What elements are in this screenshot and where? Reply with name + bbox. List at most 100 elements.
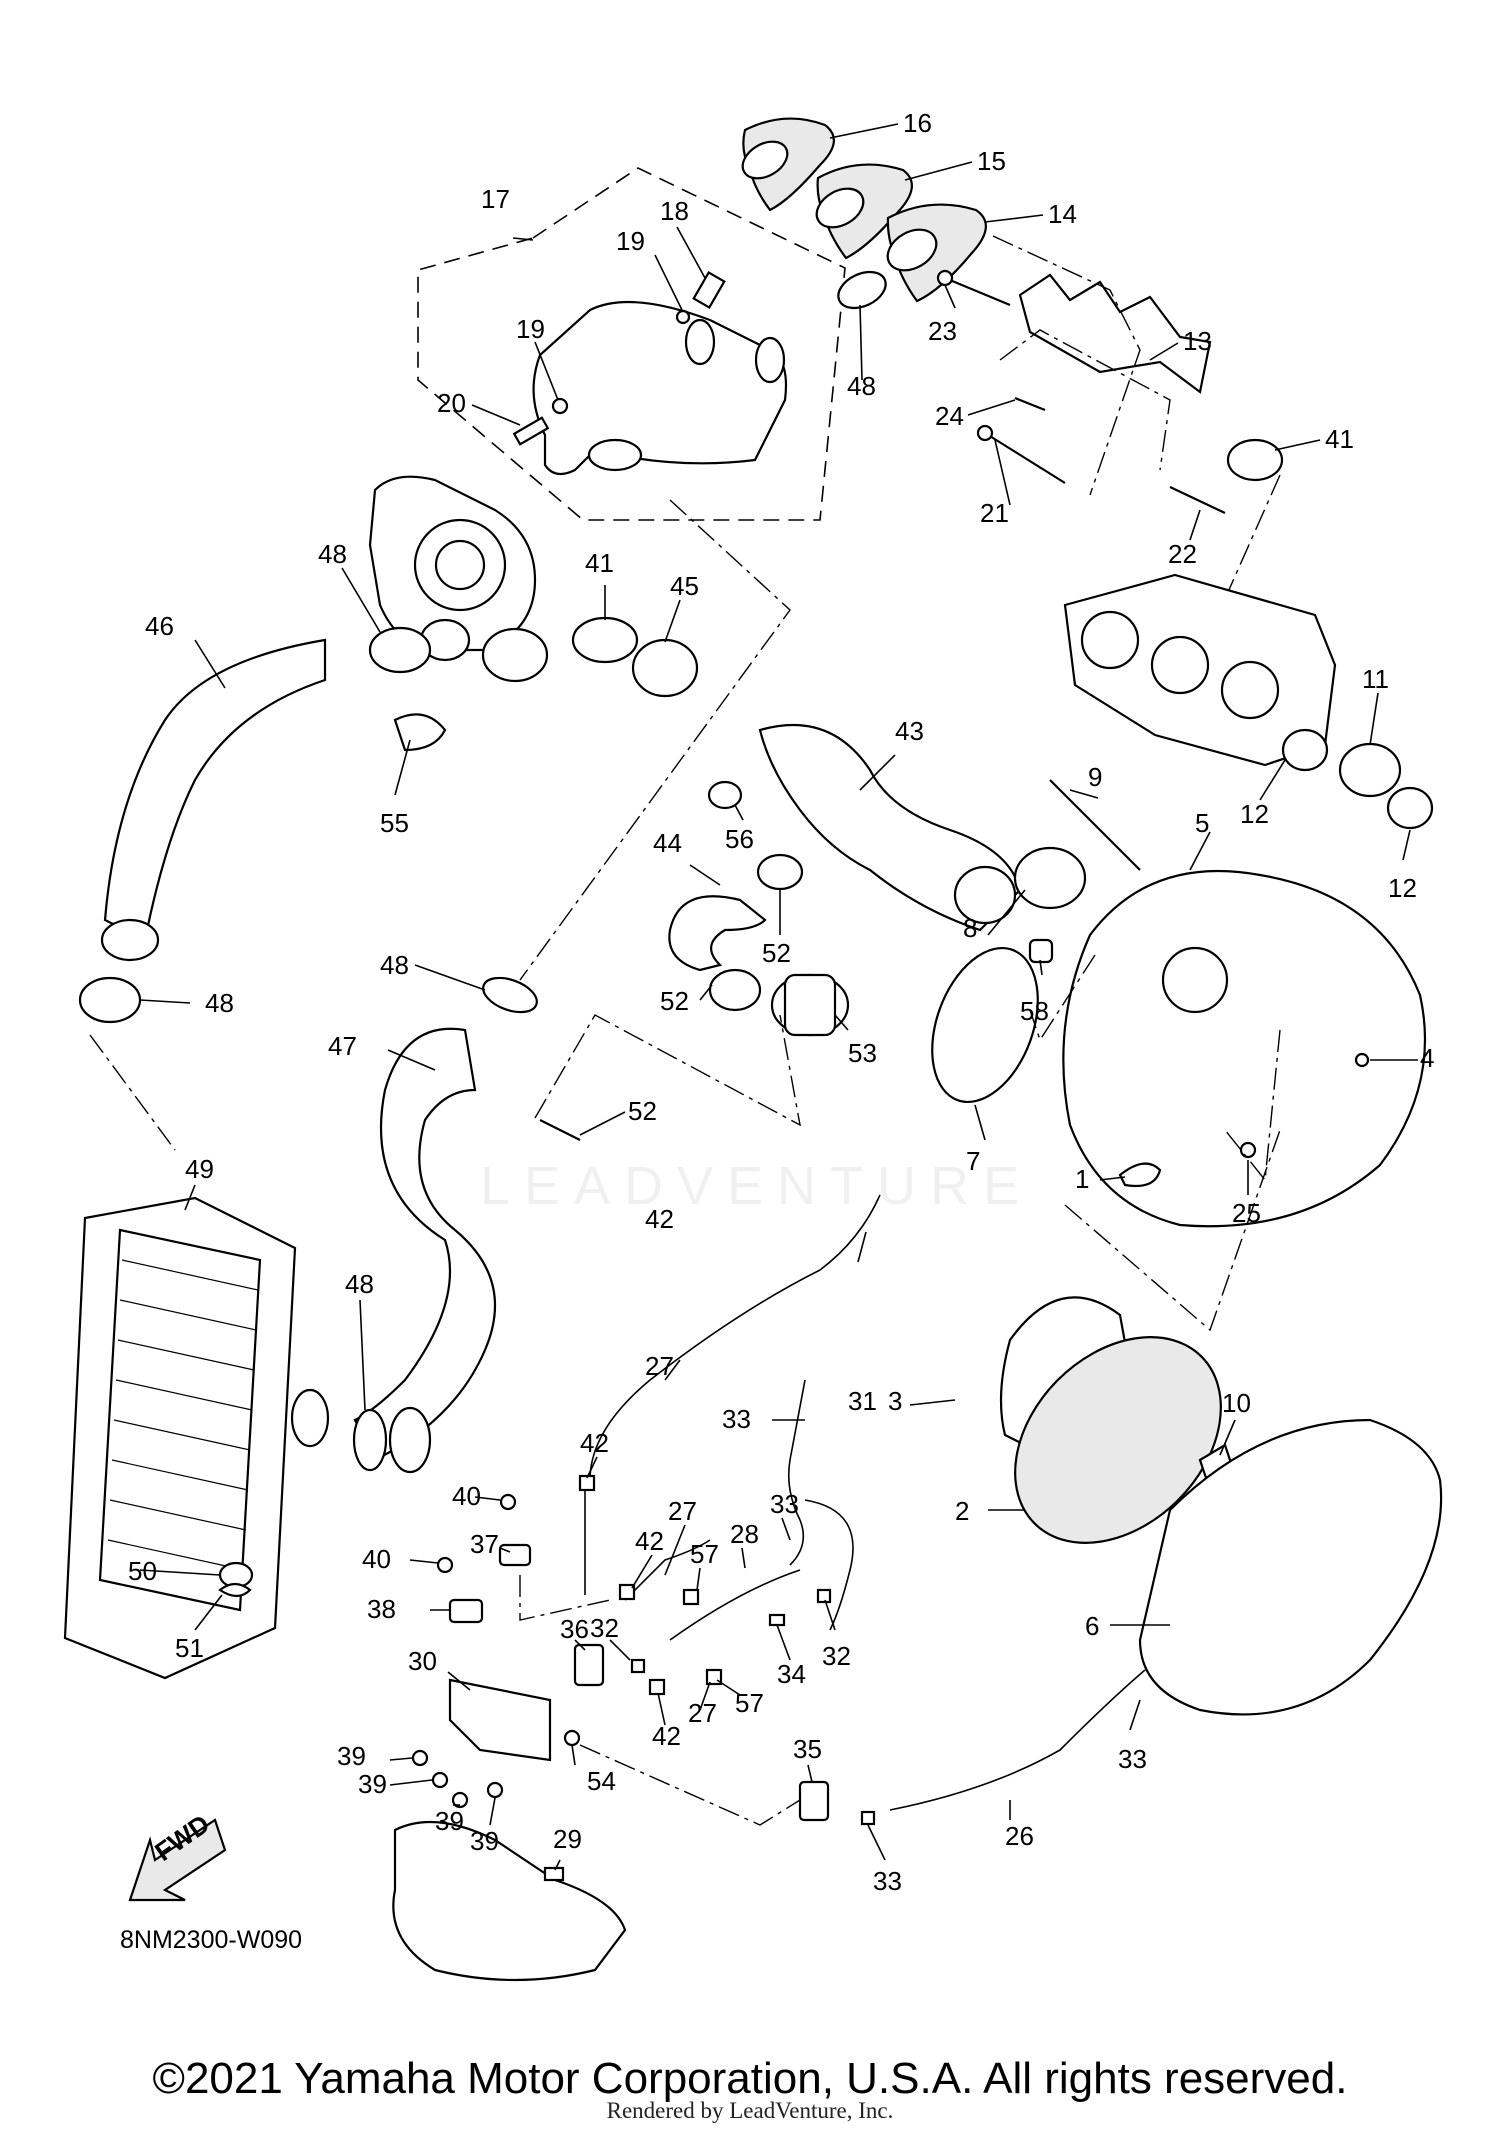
bolt-23: [944, 276, 1011, 307]
clamp-52-a: [756, 853, 804, 891]
callout-37: 37: [470, 1529, 499, 1559]
callout-50: 50: [128, 1556, 157, 1586]
cap-56: [707, 780, 743, 810]
callout-24: 24: [935, 401, 964, 431]
callout-58: 58: [1020, 996, 1049, 1026]
clip-29: [543, 1866, 565, 1882]
fitting-20: [512, 416, 550, 446]
callout-27-mid: 27: [668, 1496, 697, 1526]
callout-46: 46: [145, 611, 174, 641]
clamp-12-a: [1281, 728, 1329, 772]
callout-9: 9: [1088, 762, 1102, 792]
callout-32-b: 32: [822, 1641, 851, 1671]
callout-34: 34: [777, 1659, 806, 1689]
duct-7: [931, 946, 1039, 1104]
callout-44: 44: [653, 828, 682, 858]
diagram-code: 8NM2300-W090: [120, 1926, 303, 1954]
callout-14: 14: [1048, 199, 1077, 229]
bolt-21: [984, 432, 1066, 484]
callout-48-left: 48: [205, 988, 234, 1018]
callout-39-a: 39: [337, 1741, 366, 1771]
callout-labels: 16 15 14 17 18 19 19 20 23 24 21 13 41 2…: [128, 108, 1434, 1896]
callout-32-a: 32: [590, 1613, 619, 1643]
callout-43: 43: [895, 716, 924, 746]
turbocharger: [368, 475, 549, 683]
callout-26: 26: [1005, 1821, 1034, 1851]
solenoid-36: [573, 1643, 605, 1687]
pin-24: [1014, 396, 1046, 412]
fitting-42-a: [578, 1474, 596, 1492]
clamp-52-b: [708, 968, 762, 1012]
callout-42-c: 42: [652, 1721, 681, 1751]
leader-lines: [139, 123, 1418, 1871]
callout-48-top: 48: [847, 371, 876, 401]
fitting-42-c: [648, 1678, 666, 1696]
hose-27-upper: [589, 1194, 881, 1481]
callout-40-a: 40: [452, 1481, 481, 1511]
callout-51: 51: [175, 1633, 204, 1663]
callout-52-b: 52: [660, 986, 689, 1016]
clamp-12-b: [1386, 786, 1434, 830]
hose-33-upper: [787, 1379, 806, 1566]
callout-4: 4: [1420, 1043, 1434, 1073]
callout-10: 10: [1222, 1388, 1251, 1418]
callout-22: 22: [1168, 539, 1197, 569]
callout-12-a: 12: [1240, 799, 1269, 829]
sensor-18: [692, 271, 726, 309]
callout-53: 53: [848, 1038, 877, 1068]
callout-48-mid: 48: [380, 950, 409, 980]
callout-57-b: 57: [735, 1688, 764, 1718]
callout-27-lower: 27: [688, 1698, 717, 1728]
callout-17: 17: [481, 184, 510, 214]
callout-39-b: 39: [358, 1769, 387, 1799]
callout-30: 30: [408, 1646, 437, 1676]
bracket-13: [1018, 273, 1212, 394]
rendered-by-text: Rendered by LeadVenture, Inc.: [606, 2098, 894, 2123]
callout-47: 47: [328, 1031, 357, 1061]
callout-2: 2: [955, 1496, 969, 1526]
callout-48-turbo: 48: [318, 539, 347, 569]
callout-40-b: 40: [362, 1544, 391, 1574]
callout-42-top: 42: [645, 1204, 674, 1234]
boot-11: [1338, 742, 1402, 798]
bushing-58: [1028, 938, 1054, 964]
washer-19-top: [675, 309, 691, 325]
callout-35: 35: [793, 1734, 822, 1764]
seal-8: [1013, 846, 1087, 910]
callout-45: 45: [670, 571, 699, 601]
hose-46: [103, 638, 327, 942]
nut-39-b: [431, 1771, 449, 1789]
washer-19-side: [551, 397, 569, 415]
nut-39-c: [451, 1791, 469, 1809]
callout-19-side: 19: [516, 314, 545, 344]
callout-23: 23: [928, 316, 957, 346]
callout-28: 28: [730, 1519, 759, 1549]
callout-36: 36: [560, 1614, 589, 1644]
fitting-42-b: [618, 1583, 636, 1601]
callout-1: 1: [1075, 1164, 1089, 1194]
air-filter-2: [1014, 1336, 1222, 1544]
hose-31: [804, 1499, 854, 1631]
intake-boot-15: [815, 163, 913, 260]
callout-13: 13: [1183, 326, 1212, 356]
hose-47: [353, 1027, 497, 1462]
callout-41-top: 41: [1325, 424, 1354, 454]
intercooler-49: [63, 1196, 330, 1680]
callout-5: 5: [1195, 808, 1209, 838]
callout-8: 8: [963, 913, 977, 943]
clamp-48-lower: [352, 1408, 388, 1472]
callout-21: 21: [980, 498, 1009, 528]
callout-27-upper: 27: [645, 1351, 674, 1381]
throttle-body: [1063, 573, 1337, 767]
copyright-text: ©2021 Yamaha Motor Corporation, U.S.A. A…: [152, 2054, 1348, 2103]
callout-15: 15: [977, 146, 1006, 176]
clip-1: [1118, 1162, 1162, 1188]
callout-33-mid: 33: [770, 1489, 799, 1519]
airbox-housing-5: [1062, 869, 1426, 1228]
callout-31: 31: [848, 1386, 877, 1416]
callout-29: 29: [553, 1824, 582, 1854]
callout-6: 6: [1085, 1611, 1099, 1641]
callout-11: 11: [1362, 664, 1389, 694]
callout-39-c: 39: [435, 1806, 464, 1836]
